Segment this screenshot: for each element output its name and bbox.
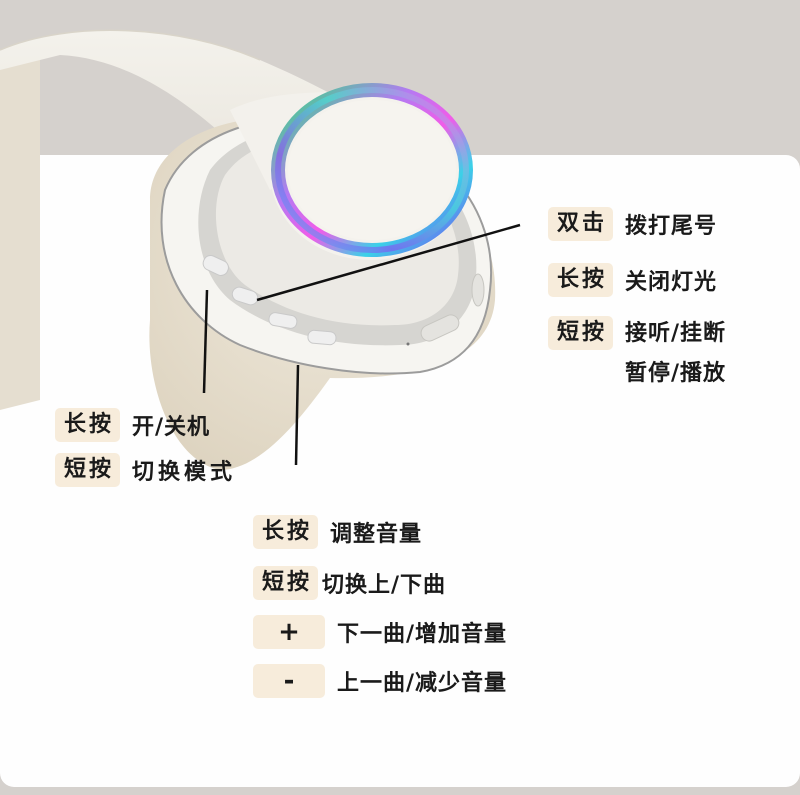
badge: 短按 — [548, 316, 614, 350]
right-item-double-click: 双击 拨打尾号 — [548, 207, 717, 241]
description: 接听/挂断 暂停/播放 — [625, 314, 726, 394]
description: 调整音量 — [330, 522, 423, 547]
description-line-2: 暂停/播放 — [625, 361, 727, 386]
badge: 长按 — [253, 515, 319, 549]
cap-center — [288, 100, 456, 240]
description: 关闭灯光 — [625, 270, 718, 295]
minus-icon: - — [253, 664, 325, 698]
left-item-short-press: 短按 切换模式 — [55, 453, 236, 487]
bottom-item-long-press: 长按 调整音量 — [253, 515, 422, 549]
badge: 短按 — [253, 566, 319, 600]
leader-line-call — [256, 223, 521, 302]
right-item-long-press: 长按 关闭灯光 — [548, 263, 717, 297]
leader-line-mode — [202, 289, 209, 394]
device-buttons — [202, 254, 337, 346]
description: 上一曲/减少音量 — [337, 671, 508, 696]
volume-up-button-shape — [268, 312, 298, 329]
plus-icon: + — [253, 615, 325, 649]
badge: 短按 — [55, 453, 121, 487]
mic-hole — [406, 342, 410, 346]
description: 下一曲/增加音量 — [337, 622, 508, 647]
badge: 双击 — [548, 207, 614, 241]
bottom-item-short-press: 短按 切换上/下曲 — [253, 566, 446, 600]
description: 拨打尾号 — [625, 214, 718, 239]
bottom-item-plus: + 下一曲/增加音量 — [253, 615, 507, 649]
usb-port — [420, 314, 460, 342]
description: 切换上/下曲 — [322, 573, 447, 598]
mode-button-shape — [202, 254, 229, 276]
description: 开/关机 — [132, 415, 211, 440]
badge: 长按 — [55, 408, 121, 442]
right-item-short-press: 短按 接听/挂断 暂停/播放 — [548, 316, 726, 394]
description: 切换模式 — [132, 460, 237, 485]
leader-line-volume — [294, 364, 300, 466]
left-item-long-press: 长按 开/关机 — [55, 408, 210, 442]
description-line-1: 接听/挂断 — [625, 321, 727, 346]
badge: 长按 — [548, 263, 614, 297]
bottom-item-minus: - 上一曲/减少音量 — [253, 664, 507, 698]
volume-down-button-shape — [307, 329, 337, 346]
audio-jack — [471, 273, 485, 307]
headband-left-pad — [0, 55, 40, 410]
